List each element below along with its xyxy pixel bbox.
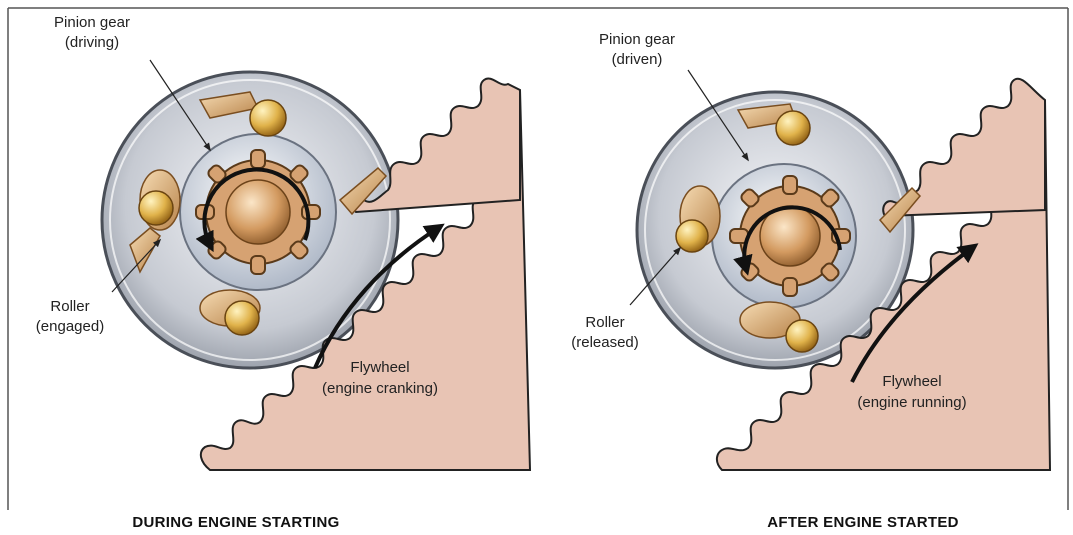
panel-during-starting: Pinion gear (driving) Roller (engaged) F… [36, 14, 530, 531]
flywheel-label-line2: (engine running) [857, 394, 966, 411]
flywheel-label-line2: (engine cranking) [322, 380, 438, 397]
roller-label-line1: Roller [585, 314, 624, 331]
roller-label-line1: Roller [50, 298, 89, 315]
panel-caption: DURING ENGINE STARTING [132, 514, 339, 531]
roller-bottom [786, 320, 818, 352]
flywheel-label-line1: Flywheel [350, 359, 409, 376]
roller-bottom [225, 301, 259, 335]
pinion-label-line2: (driven) [612, 51, 663, 68]
panel-after-started: Pinion gear (driven) Roller (released) F… [571, 31, 1050, 531]
flywheel-label-line1: Flywheel [882, 373, 941, 390]
pinion-label-line2: (driving) [65, 34, 119, 51]
pinion-label-line1: Pinion gear [599, 31, 675, 48]
roller-left [139, 191, 173, 225]
roller-left [676, 220, 708, 252]
roller-label-line2: (released) [571, 334, 639, 351]
roller-top [250, 100, 286, 136]
pinion-label-line1: Pinion gear [54, 14, 130, 31]
panel-caption: AFTER ENGINE STARTED [767, 514, 959, 531]
roller-label-line2: (engaged) [36, 318, 104, 335]
roller-top [776, 111, 810, 145]
